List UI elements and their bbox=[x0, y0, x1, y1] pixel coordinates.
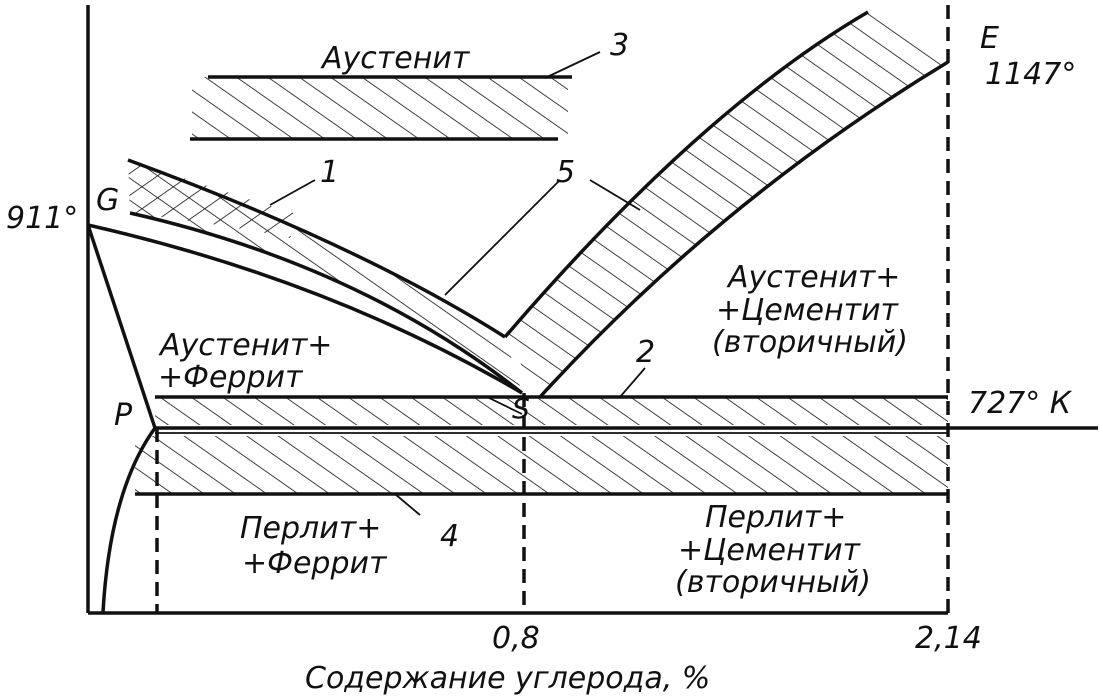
point-G: G bbox=[96, 183, 119, 218]
line-GS bbox=[87, 223, 523, 395]
hatch-band-4 bbox=[135, 436, 948, 494]
zone-pearlite-ferrite-1: Перлит+ bbox=[240, 511, 381, 546]
zone-austenite-cementite-2: +Цементит bbox=[716, 293, 900, 328]
callout-1: 1 bbox=[320, 155, 339, 190]
hatch-band-3 bbox=[192, 77, 568, 139]
zone-austenite-ferrite-2: +Феррит bbox=[158, 360, 304, 395]
callout-3: 3 bbox=[610, 28, 629, 63]
hatch-band-2 bbox=[155, 397, 948, 425]
line-right-upper bbox=[503, 10, 869, 339]
zone-austenite-cementite-3: (вторичный) bbox=[712, 325, 908, 360]
callout-2: 2 bbox=[636, 335, 655, 370]
hatch-band-right bbox=[505, 12, 948, 397]
tick-2-14: 2,14 bbox=[915, 621, 982, 656]
temp-911: 911° bbox=[6, 201, 78, 236]
point-P: P bbox=[114, 398, 133, 433]
zone-pearlite-cementite-2: +Цементит bbox=[678, 533, 862, 568]
zone-austenite-cementite-1: Аустенит+ bbox=[726, 260, 900, 295]
callout-5: 5 bbox=[556, 155, 575, 190]
line-1-lower bbox=[129, 211, 524, 395]
zone-pearlite-cementite-1: Перлит+ bbox=[705, 500, 846, 535]
tick-0-8: 0,8 bbox=[492, 621, 540, 656]
point-E: E bbox=[980, 21, 999, 56]
line-right-lower bbox=[538, 60, 949, 399]
leader-5a bbox=[444, 179, 561, 296]
zone-pearlite-ferrite-2: +Феррит bbox=[242, 546, 388, 581]
leader-4 bbox=[394, 493, 421, 516]
temp-727: 727° К bbox=[968, 386, 1073, 421]
zone-pearlite-cementite-3: (вторичный) bbox=[675, 565, 871, 600]
x-axis-label: Содержание углерода, % bbox=[305, 661, 710, 696]
leader-S bbox=[484, 395, 523, 415]
hatch-band-1-cross bbox=[128, 160, 300, 238]
line-GP bbox=[86, 224, 157, 429]
zone-austenite-ferrite-1: Аустенит+ bbox=[158, 328, 332, 363]
line-1-upper bbox=[127, 158, 506, 339]
callout-4: 4 bbox=[440, 519, 459, 554]
point-S: S bbox=[512, 392, 530, 425]
leader-3 bbox=[544, 51, 601, 79]
leader-5b bbox=[589, 179, 641, 211]
temp-1147: 1147° bbox=[985, 57, 1076, 92]
leader-2 bbox=[619, 367, 646, 398]
zone-austenite: Аустенит bbox=[320, 41, 471, 76]
leader-1 bbox=[269, 179, 316, 206]
